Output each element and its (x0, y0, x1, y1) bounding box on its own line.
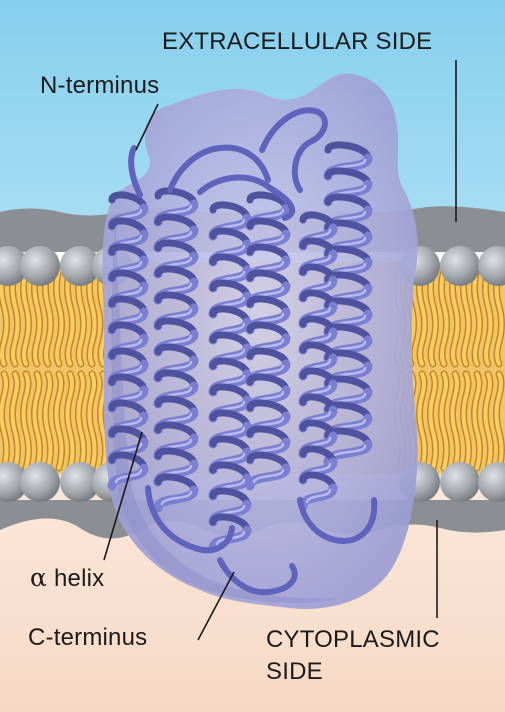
cytoplasmic-line-1: CYTOPLASMIC (266, 626, 440, 653)
lipid-head (0, 246, 28, 286)
helix-1 (107, 191, 149, 491)
lipid-tail-highlight (65, 372, 75, 470)
lipid-head (0, 462, 28, 502)
lipid-head (478, 246, 505, 286)
alpha-helices (107, 141, 373, 553)
alpha-symbol: α (30, 563, 48, 592)
lipid-tail-highlight (43, 372, 53, 470)
lipid-tail-highlight (10, 372, 20, 470)
lipid-tail-highlight (472, 268, 482, 366)
lipid-tail-highlight (472, 372, 482, 470)
lipid-tail-highlight (10, 268, 20, 366)
lipid-tail-highlight (439, 372, 449, 470)
n-terminal-tail (128, 145, 143, 198)
top-loop-2 (259, 107, 328, 193)
cytoplasmic-side-label: CYTOPLASMIC SIDE (266, 624, 440, 688)
top-loop-3 (197, 174, 296, 221)
lipid-tail-highlight (450, 268, 460, 366)
top-loop-1 (167, 144, 271, 193)
lipid-tail-highlight (32, 372, 42, 470)
lipid-tail-highlight (483, 268, 493, 366)
lipid-tail-highlight (21, 268, 31, 366)
helix-turn-shine (305, 488, 332, 504)
lipid-tail-highlight (417, 268, 427, 366)
lipid-tail-highlight (461, 372, 471, 470)
n-terminus-leader (135, 103, 159, 151)
helix-word: helix (53, 565, 105, 592)
lipid-tail-highlight (428, 268, 438, 366)
lipid-head (20, 246, 60, 286)
leader-lines (103, 60, 457, 641)
lipid-tail-highlight (32, 268, 42, 366)
alpha-helix-label: α helix (30, 564, 104, 593)
lipid-tail-highlight (87, 268, 97, 366)
helix-turn-shine (252, 468, 285, 484)
lipid-tail-highlight (494, 268, 504, 366)
lipid-head (478, 462, 505, 502)
helix-3 (208, 201, 252, 553)
c-terminus-label: C-terminus (28, 624, 148, 651)
lipid-tail-highlight (65, 268, 75, 366)
lipid-tail-highlight (0, 372, 9, 470)
loops (128, 107, 378, 596)
lipid-tail-highlight (439, 268, 449, 366)
helix-6 (298, 211, 338, 511)
lipid-tail-highlight (428, 372, 438, 470)
lipid-head (20, 462, 60, 502)
extracellular-side-label: EXTRACELLULAR SIDE (162, 28, 433, 55)
lipid-head (440, 246, 480, 286)
helix-2 (153, 187, 199, 513)
bottom-loop-2 (297, 497, 378, 544)
alpha-helix-leader (103, 431, 143, 561)
cytoplasmic-line-2: SIDE (266, 658, 323, 685)
lipid-tail-highlight (76, 268, 86, 366)
helix-turn-shine (160, 490, 193, 506)
c-terminal-tail (217, 557, 298, 596)
lipid-tail-highlight (0, 268, 9, 366)
lipid-tail-highlight (43, 268, 53, 366)
lipid-tail-highlight (417, 372, 427, 470)
lipid-tail-highlight (54, 268, 64, 366)
lipid-tail-highlight (54, 372, 64, 470)
lipid-head (60, 462, 100, 502)
lipid-head (60, 246, 100, 286)
lipid-tail-highlight (450, 372, 460, 470)
helix-4 (245, 191, 291, 491)
lipid-tail-highlight (494, 372, 504, 470)
lipid-tail-highlight (76, 372, 86, 470)
c-terminus-leader (197, 571, 235, 641)
lipid-tail-highlight (461, 268, 471, 366)
bottom-loop-1 (145, 485, 235, 554)
lipid-head (440, 462, 480, 502)
lipid-tail-highlight (87, 372, 97, 470)
n-terminus-label: N-terminus (40, 72, 160, 99)
lipid-tail-highlight (21, 372, 31, 470)
lipid-tail-highlight (483, 372, 493, 470)
